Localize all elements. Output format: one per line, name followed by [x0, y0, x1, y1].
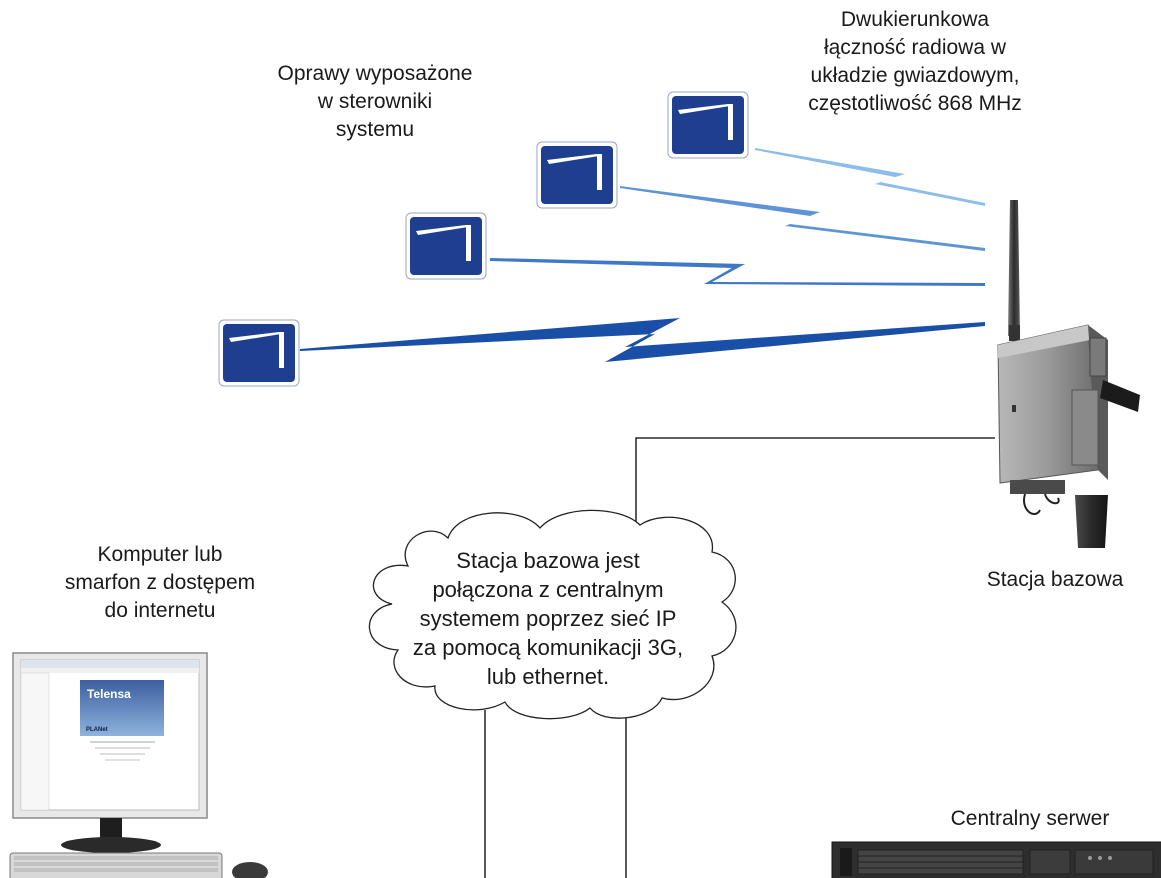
- radio-label-line: łączność radiowa w: [823, 36, 1007, 59]
- fixtures-label-line: systemu: [335, 118, 415, 141]
- radio-link-4: [755, 148, 985, 206]
- radio-label-line: Dwukierunkowa: [840, 8, 990, 31]
- radio-label-line: układzie gwiazdowym,: [810, 64, 1020, 87]
- cloud-label: Stacja bazowa jest połączona z centralny…: [378, 546, 718, 691]
- base-station-label-line: Stacja bazowa: [986, 568, 1124, 591]
- radio-link-3: [620, 186, 985, 251]
- radio-link-2: [490, 258, 985, 286]
- radio-link-1: [300, 318, 985, 362]
- rack-server-icon: [831, 841, 1161, 878]
- network-cloud-icon: [368, 509, 737, 720]
- server-label-line: Centralny serwer: [950, 807, 1110, 830]
- station-to-cloud-line: [635, 437, 995, 538]
- base-station-cabinet-icon: [997, 200, 1140, 548]
- fixtures-label-line: w sterowniki: [317, 90, 433, 113]
- screen-brand-text: Telensa: [87, 687, 131, 701]
- computer-label-line: smarfon z dostępem: [64, 571, 256, 594]
- computer-label: Komputer lub smarfon z dostępem do inter…: [20, 541, 300, 625]
- radio-label-line: częstotliwość 868 MHz: [808, 92, 1022, 115]
- fixture-icon-4: [218, 319, 300, 387]
- fixtures-label-line: Oprawy wyposażone: [277, 62, 473, 85]
- radio-link-label: Dwukierunkowa łączność radiowa w układzi…: [745, 6, 1085, 118]
- computer-label-line: Komputer lub: [97, 543, 223, 566]
- radio-links: [300, 148, 985, 362]
- connector-lines: [484, 437, 995, 878]
- fixture-icon-3: [405, 212, 487, 280]
- cloud-label-line: za pomocą komunikacji 3G,: [412, 635, 684, 660]
- cloud-label-line: Stacja bazowa jest: [456, 548, 640, 573]
- fixture-icon-2: [536, 141, 618, 209]
- antenna-icon: [1008, 200, 1020, 336]
- fixture-icon-1: [667, 91, 749, 159]
- desktop-computer-icon: Telensa PLANet: [9, 652, 268, 878]
- fixtures-label: Oprawy wyposażone w sterowniki systemu: [230, 60, 520, 144]
- base-station-label: Stacja bazowa: [965, 566, 1145, 594]
- cloud-label-line: lub ethernet.: [486, 664, 610, 689]
- cloud-label-line: systemem poprzez sieć IP: [419, 606, 677, 631]
- computer-label-line: do internetu: [104, 599, 216, 622]
- cloud-label-line: połączona z centralnym: [432, 577, 664, 602]
- screen-product-text: PLANet: [86, 727, 108, 733]
- server-label: Centralny serwer: [905, 805, 1155, 833]
